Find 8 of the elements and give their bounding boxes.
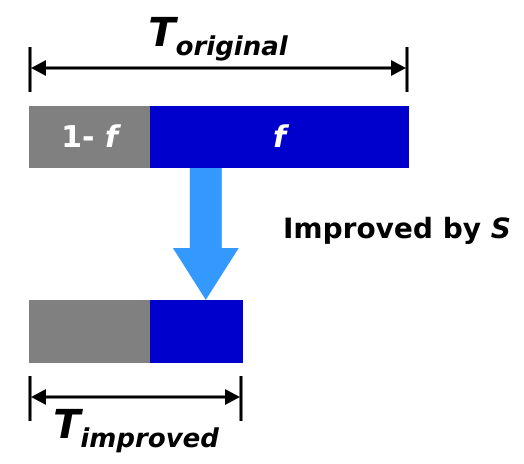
dimension-label: T$_{original}$	[148, 10, 288, 62]
bar-segment	[29, 300, 150, 363]
bar-segment	[29, 106, 150, 168]
bar-segment	[150, 106, 409, 168]
edge-label: Improved by S	[283, 212, 511, 245]
dimension-label: T$_{improved}$	[53, 402, 219, 454]
bar-segment	[150, 300, 243, 363]
arrow	[172, 168, 239, 300]
